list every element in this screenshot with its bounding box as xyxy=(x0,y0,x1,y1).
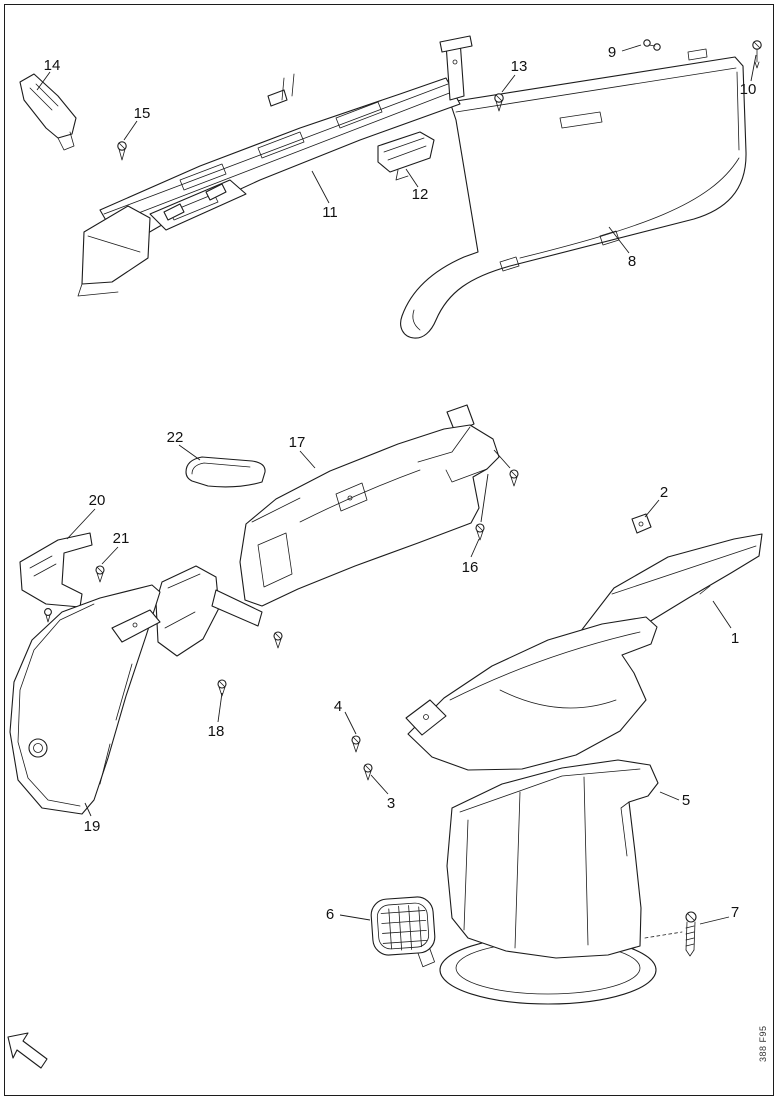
upper-assembly xyxy=(19,35,762,339)
part-11-carrier-rail xyxy=(77,35,473,297)
leader-line xyxy=(299,450,316,469)
leader-line xyxy=(480,473,489,523)
leader-line xyxy=(339,914,371,921)
leader-line xyxy=(659,791,680,801)
part-20-bracket xyxy=(19,532,93,623)
callout-22: 22 xyxy=(167,429,184,446)
part-6-vent-grille xyxy=(370,896,436,968)
leader-line xyxy=(123,120,138,141)
callout-18: 18 xyxy=(208,723,225,740)
leader-line xyxy=(470,538,480,558)
screw-16 xyxy=(475,523,485,541)
leader-line xyxy=(644,499,660,518)
figure-code: 388 F95 xyxy=(758,1025,768,1062)
leader-line xyxy=(493,449,511,469)
callout-14: 14 xyxy=(44,57,61,74)
callout-10: 10 xyxy=(740,81,757,98)
leader-line xyxy=(712,600,732,629)
leader-line xyxy=(66,508,96,540)
callout-13: 13 xyxy=(511,58,528,75)
leader-line xyxy=(608,226,630,254)
callout-12: 12 xyxy=(412,186,429,203)
leader-line xyxy=(178,444,201,461)
callout-1: 1 xyxy=(731,630,739,647)
screw-21 xyxy=(95,565,105,583)
screw-18 xyxy=(217,679,227,697)
leader-line xyxy=(84,802,92,817)
screw-3 xyxy=(363,763,373,781)
callout-4: 4 xyxy=(334,698,342,715)
part-22-pad xyxy=(185,456,266,488)
leader-line xyxy=(101,546,119,565)
part-5-lower-duct xyxy=(439,759,683,1005)
callout-5: 5 xyxy=(682,792,690,809)
leader-line xyxy=(344,711,357,735)
page-border xyxy=(4,4,774,1096)
part-14-bracket xyxy=(19,73,77,151)
mid-bracket xyxy=(155,565,283,657)
callout-20: 20 xyxy=(89,492,106,509)
callout-9: 9 xyxy=(608,44,616,61)
console-side-piece xyxy=(405,616,658,771)
part-17-carrier-frame xyxy=(239,404,500,607)
screw-10 xyxy=(752,40,762,69)
leader-line xyxy=(699,916,730,925)
callout-17: 17 xyxy=(289,434,306,451)
direction-arrow-icon xyxy=(7,1032,48,1069)
callout-21: 21 xyxy=(113,530,130,547)
leader-line xyxy=(501,74,516,93)
callout-15: 15 xyxy=(134,105,151,122)
leader-line xyxy=(217,692,223,723)
leader-line xyxy=(621,44,642,52)
callout-7: 7 xyxy=(731,904,739,921)
screw-16-upper xyxy=(509,469,519,487)
lower-assembly xyxy=(9,404,763,1005)
callout-11: 11 xyxy=(322,204,338,221)
callout-19: 19 xyxy=(84,818,101,835)
screw-15 xyxy=(117,141,127,161)
screw-4 xyxy=(351,735,361,753)
bolt-7 xyxy=(685,911,697,957)
callout-2: 2 xyxy=(660,484,668,501)
callout-8: 8 xyxy=(628,253,636,270)
leader-line xyxy=(405,168,419,188)
leader-line xyxy=(36,71,51,91)
part-8-glovebox-panel xyxy=(400,48,747,339)
screw-13 xyxy=(494,93,504,112)
leader-line xyxy=(370,774,389,795)
clip-2 xyxy=(631,513,652,534)
leader-lines xyxy=(36,44,757,925)
callout-labels: 14 15 13 9 10 11 12 8 22 17 20 21 2 16 1… xyxy=(44,44,757,923)
leader-line xyxy=(311,170,330,204)
part-19-side-panel xyxy=(9,584,161,815)
clip-9 xyxy=(643,39,661,51)
leader-line xyxy=(750,54,757,82)
part-12-clip xyxy=(377,131,435,181)
callout-6: 6 xyxy=(326,906,334,923)
callout-3: 3 xyxy=(387,795,395,812)
callout-16: 16 xyxy=(462,559,479,576)
